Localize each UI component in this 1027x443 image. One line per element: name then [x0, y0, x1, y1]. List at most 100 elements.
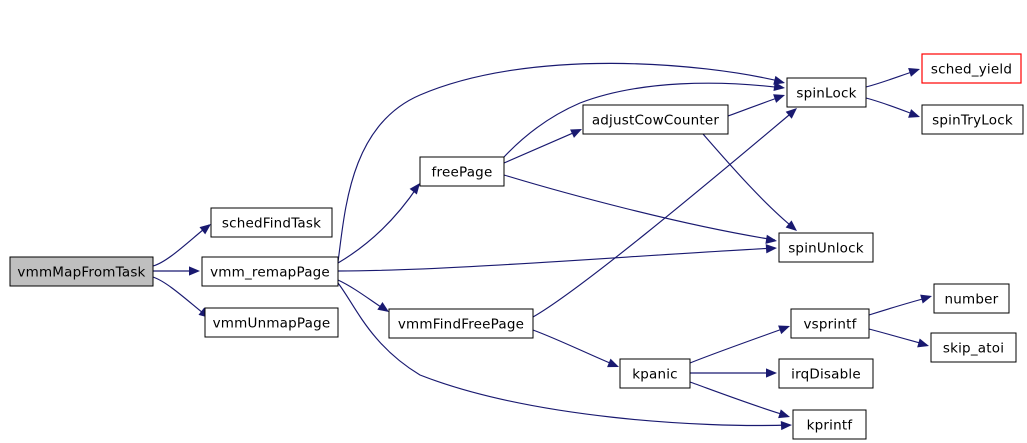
- edge-line: [337, 247, 776, 272]
- edge-line: [152, 224, 210, 267]
- edge-line: [337, 62, 784, 263]
- graph-node-skip_atoi[interactable]: skip_atoi: [930, 332, 1017, 363]
- graph-node-adjustCowCounter[interactable]: adjustCowCounter: [582, 104, 729, 135]
- node-label: adjustCowCounter: [592, 113, 720, 129]
- node-label: schedFindTask: [222, 216, 321, 232]
- graph-node-spinTryLock[interactable]: spinTryLock: [921, 104, 1024, 135]
- edge-vsprintf-to-skip_atoi: [868, 328, 929, 348]
- arrowhead-icon: [785, 220, 797, 231]
- graph-node-number[interactable]: number: [933, 283, 1010, 314]
- arrowhead-icon: [199, 224, 211, 235]
- node-label: freePage: [432, 165, 493, 181]
- node-box[interactable]: [921, 104, 1024, 135]
- edge-line: [689, 381, 789, 417]
- graph-node-irqDisable[interactable]: irqDisable: [778, 358, 874, 389]
- node-box[interactable]: [792, 409, 867, 440]
- arrowhead-icon: [765, 234, 777, 244]
- arrowhead-icon: [773, 94, 785, 103]
- graph-node-kpanic[interactable]: kpanic: [619, 358, 691, 389]
- graph-node-vsprintf[interactable]: vsprintf: [790, 308, 870, 339]
- node-box[interactable]: [790, 308, 870, 339]
- node-label: vsprintf: [803, 317, 857, 333]
- node-box[interactable]: [201, 256, 339, 287]
- edge-freePage-to-spinUnlock: [503, 174, 777, 244]
- graph-node-vmm_remapPage[interactable]: vmm_remapPage: [201, 256, 339, 287]
- edge-line: [702, 133, 796, 230]
- arrowhead-icon: [773, 75, 785, 85]
- edge-line: [503, 174, 776, 241]
- edge-kpanic-to-irqDisable: [690, 368, 777, 378]
- edge-vmm_remapPage-to-spinUnlock: [337, 244, 777, 272]
- edge-line: [337, 185, 419, 264]
- graph-node-freePage[interactable]: freePage: [419, 156, 505, 187]
- node-box[interactable]: [582, 104, 729, 135]
- edge-line: [503, 82, 784, 158]
- edge-vmm_remapPage-to-freePage: [337, 183, 420, 264]
- arrowhead-icon: [377, 302, 389, 312]
- edge-line: [337, 282, 791, 427]
- node-label: spinLock: [796, 86, 856, 102]
- graph-node-vmmUnmapPage[interactable]: vmmUnmapPage: [204, 307, 339, 338]
- node-box[interactable]: [388, 308, 534, 339]
- graph-node-vmmFindFreePage[interactable]: vmmFindFreePage: [388, 308, 534, 339]
- arrowhead-icon: [570, 129, 582, 138]
- graph-node-spinLock[interactable]: spinLock: [786, 77, 867, 108]
- node-box[interactable]: [778, 232, 874, 263]
- node-box[interactable]: [778, 358, 874, 389]
- graph-node-kprintf[interactable]: kprintf: [792, 409, 867, 440]
- node-layer: vmmMapFromTask schedFindTask vmm_remapPage…: [9, 53, 1024, 440]
- arrowhead-icon: [785, 108, 797, 119]
- edge-layer: [152, 62, 932, 431]
- node-label: kprintf: [807, 418, 854, 434]
- arrowhead-icon: [778, 409, 790, 419]
- graph-node-schedFindTask[interactable]: schedFindTask: [210, 207, 333, 238]
- node-box[interactable]: [921, 53, 1022, 84]
- node-box[interactable]: [619, 358, 691, 389]
- edge-kpanic-to-kprintf: [689, 381, 790, 419]
- edge-vmm_remapPage-to-vmmFindFreePage: [337, 279, 389, 312]
- node-box[interactable]: [933, 283, 1010, 314]
- edge-line: [532, 329, 618, 367]
- arrowhead-icon: [908, 109, 920, 118]
- node-label: vmmMapFromTask: [17, 265, 145, 281]
- node-label: vmmUnmapPage: [213, 316, 331, 332]
- node-box[interactable]: [204, 307, 339, 338]
- edge-spinLock-to-spinTryLock: [865, 97, 920, 118]
- arrowhead-icon: [780, 420, 792, 431]
- edge-vsprintf-to-number: [868, 294, 932, 316]
- node-label: sched_yield: [931, 62, 1012, 78]
- arrowhead-icon: [773, 81, 785, 92]
- node-box[interactable]: [786, 77, 867, 108]
- graph-node-sched_yield[interactable]: sched_yield: [921, 53, 1022, 84]
- arrowhead-icon: [920, 294, 932, 304]
- node-label: skip_atoi: [943, 341, 1004, 357]
- graph-node-spinUnlock[interactable]: spinUnlock: [778, 232, 874, 263]
- arrowhead-icon: [917, 338, 929, 348]
- graph-node-vmmMapFromTask[interactable]: vmmMapFromTask: [9, 256, 154, 287]
- edge-freePage-to-spinLock: [503, 81, 785, 158]
- node-box[interactable]: [930, 332, 1017, 363]
- node-label: vmmFindFreePage: [398, 317, 524, 333]
- edge-vmmFindFreePage-to-spinLock: [532, 108, 797, 318]
- edge-adjustCowCounter-to-spinLock: [727, 94, 785, 117]
- node-label: irqDisable: [791, 367, 861, 383]
- edge-line: [503, 129, 581, 164]
- arrowhead-icon: [409, 183, 420, 195]
- node-label: spinTryLock: [932, 113, 1013, 129]
- edge-vmmFindFreePage-to-kpanic: [532, 329, 619, 368]
- edge-vmm_remapPage-to-spinLock: [337, 62, 785, 263]
- arrowhead-icon: [765, 244, 777, 254]
- arrowhead-icon: [778, 325, 790, 335]
- node-box[interactable]: [419, 156, 505, 187]
- edge-vmmMapFromTask-to-schedFindTask: [152, 224, 211, 267]
- arrowhead-icon: [766, 368, 777, 378]
- edge-adjustCowCounter-to-spinUnlock: [702, 133, 797, 231]
- node-box[interactable]: [210, 207, 333, 238]
- edge-vmm_remapPage-to-kprintf: [337, 282, 792, 431]
- edge-line: [532, 109, 796, 318]
- node-box[interactable]: [9, 256, 154, 287]
- edge-line: [152, 276, 209, 318]
- arrowhead-icon: [908, 68, 920, 77]
- edge-freePage-to-adjustCowCounter: [503, 129, 582, 164]
